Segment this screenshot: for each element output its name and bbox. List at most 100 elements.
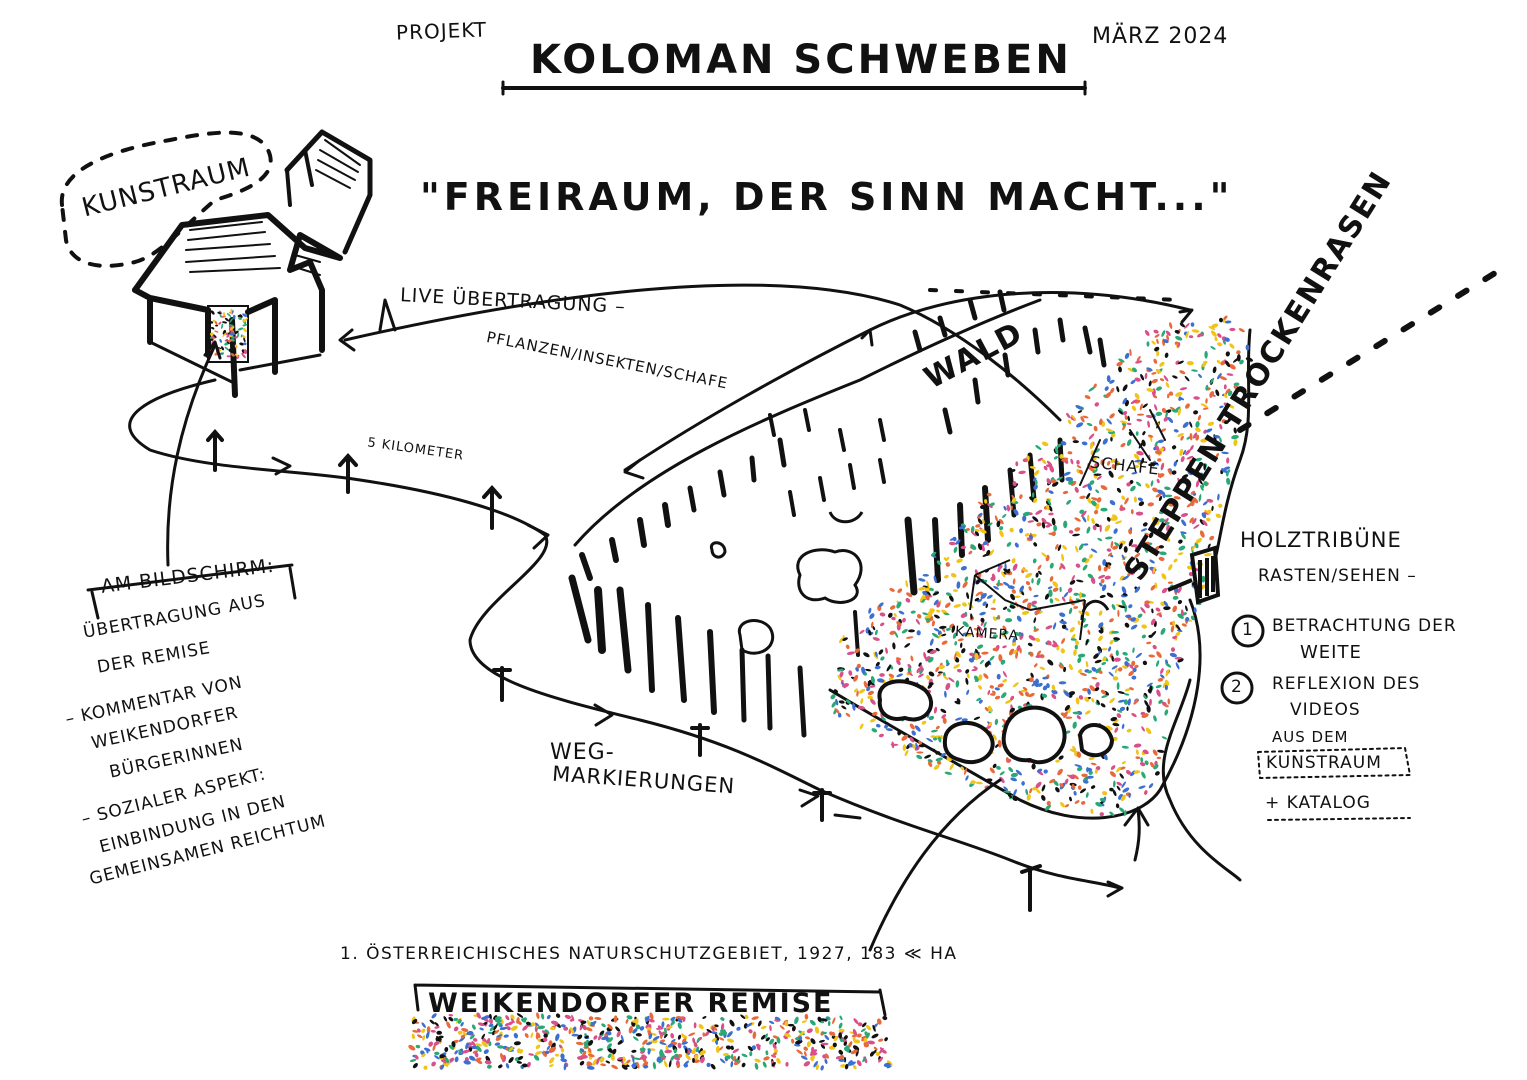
dot	[1130, 509, 1134, 515]
dot	[1130, 571, 1136, 576]
dot	[1077, 410, 1083, 414]
dot	[1210, 377, 1215, 384]
dot	[1127, 415, 1130, 422]
dot	[1204, 509, 1211, 514]
dot	[1178, 545, 1186, 551]
dot	[1076, 751, 1082, 758]
dot	[886, 1060, 893, 1067]
dot	[904, 750, 909, 757]
dot	[1059, 783, 1064, 788]
dot	[1025, 788, 1029, 796]
dot	[956, 581, 961, 589]
dot	[543, 1037, 548, 1042]
dot	[683, 1060, 690, 1067]
dot	[992, 734, 997, 741]
dot	[1041, 441, 1049, 447]
dot	[1126, 728, 1132, 733]
dot	[833, 689, 838, 694]
dot	[1080, 510, 1087, 517]
dot	[1069, 774, 1076, 780]
dot	[1137, 564, 1146, 569]
dot	[1170, 647, 1176, 652]
dot	[751, 1045, 757, 1050]
dot	[1068, 530, 1074, 534]
dot	[677, 1022, 682, 1029]
dot	[1010, 593, 1016, 601]
dot	[554, 1053, 560, 1057]
dot	[1163, 375, 1169, 382]
dot	[868, 607, 872, 614]
dot	[1130, 624, 1138, 630]
tree-stroke	[1002, 352, 1011, 378]
dot	[1110, 765, 1116, 770]
dot	[1210, 346, 1216, 350]
dot	[234, 330, 239, 335]
dot	[613, 1015, 618, 1023]
dot	[453, 1017, 459, 1022]
dot	[837, 668, 844, 672]
dot	[838, 1058, 845, 1062]
dot	[647, 1048, 651, 1055]
dot	[548, 1057, 555, 1064]
dot	[436, 1036, 442, 1041]
dot	[1036, 789, 1041, 794]
dot	[946, 662, 950, 667]
dot	[1034, 609, 1040, 616]
dot	[1022, 598, 1029, 603]
dot	[1177, 586, 1182, 594]
dot	[847, 1060, 853, 1066]
dot	[518, 1055, 524, 1061]
dot	[1110, 436, 1113, 442]
dot	[954, 652, 957, 661]
dot	[870, 718, 876, 723]
dot	[1055, 543, 1059, 550]
dot	[1189, 433, 1193, 441]
dot	[1136, 418, 1143, 422]
dot	[1046, 478, 1051, 485]
dot	[948, 677, 955, 683]
dot	[560, 1047, 565, 1053]
dot	[460, 1034, 466, 1039]
dot	[1074, 800, 1080, 804]
dot	[621, 1064, 628, 1070]
dot	[1207, 543, 1211, 549]
dot	[1058, 681, 1067, 685]
dot	[1105, 536, 1113, 540]
dot	[222, 332, 226, 337]
dot	[1134, 586, 1141, 593]
dot	[1195, 538, 1203, 544]
dot	[643, 1065, 649, 1069]
dot	[1077, 785, 1082, 790]
dot	[729, 1019, 735, 1027]
dot	[1157, 677, 1164, 682]
dot	[425, 1031, 430, 1039]
dot	[944, 574, 949, 579]
dot	[1142, 431, 1146, 436]
dot	[889, 630, 896, 635]
dot	[1119, 506, 1126, 511]
dot	[962, 602, 967, 607]
dot	[1226, 373, 1234, 376]
dot	[820, 1018, 828, 1022]
dot	[938, 671, 943, 674]
dot	[1187, 470, 1193, 476]
dot	[1122, 411, 1128, 416]
dot	[430, 1029, 436, 1033]
dot	[1152, 461, 1160, 466]
dot	[1120, 442, 1126, 448]
dot	[1012, 649, 1018, 655]
dot	[677, 1042, 682, 1049]
dot	[486, 1064, 492, 1069]
dot	[1198, 373, 1202, 378]
dot	[941, 633, 947, 637]
dot	[472, 1038, 478, 1042]
dot	[1180, 456, 1185, 463]
dot	[800, 1055, 808, 1060]
dot	[919, 595, 924, 602]
dot	[633, 1057, 642, 1061]
dot	[1150, 480, 1154, 487]
dot	[1074, 644, 1078, 650]
dot	[1219, 376, 1227, 381]
dot	[670, 1039, 676, 1043]
dot	[841, 705, 847, 710]
